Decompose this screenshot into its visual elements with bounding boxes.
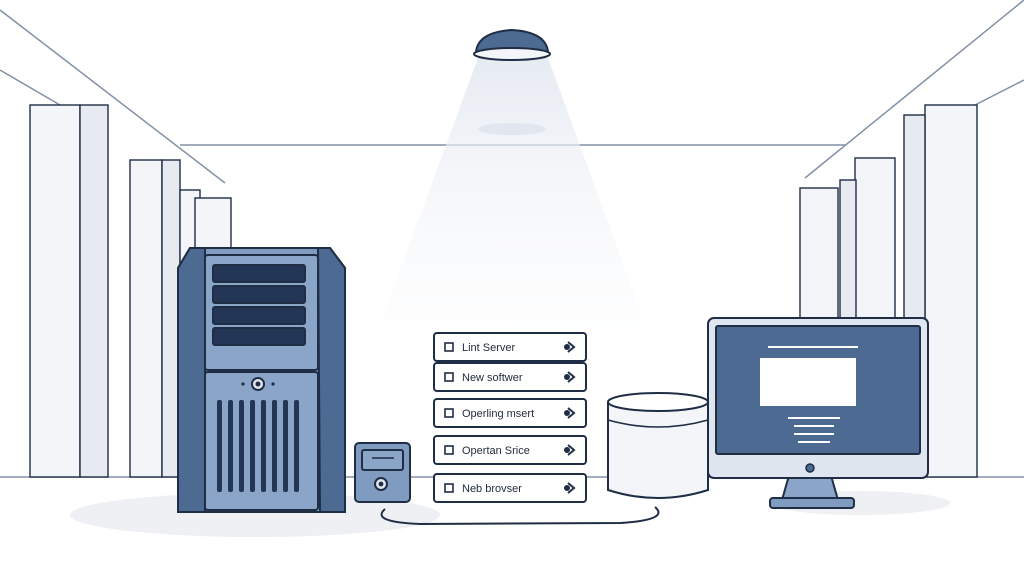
database-cylinder-icon <box>607 392 709 499</box>
stack-item[interactable]: Opertan Srice <box>433 435 587 465</box>
chevron-right-icon <box>564 371 576 383</box>
stack-item-label: Opertan Srice <box>462 445 530 457</box>
server-tower-icon <box>177 247 346 513</box>
stack-item[interactable]: New softwer <box>433 362 587 392</box>
checkbox-icon <box>444 408 454 418</box>
light-beam <box>345 58 680 420</box>
small-drive-icon <box>354 442 411 503</box>
stack-item[interactable]: Lint Server <box>433 332 587 362</box>
stack-item-label: Operling msert <box>462 408 534 420</box>
checkbox-icon <box>444 445 454 455</box>
software-stack: Lint Server New softwer Operling msert <box>433 332 587 503</box>
connection-cable <box>380 506 660 526</box>
light-spot <box>478 123 546 135</box>
chevron-right-icon <box>564 341 576 353</box>
stack-item-label: Neb brovser <box>462 483 522 495</box>
checkbox-icon <box>444 372 454 382</box>
stack-item[interactable]: Neb brovser <box>433 473 587 503</box>
stack-item-label: Lint Server <box>462 342 516 354</box>
stack-item[interactable]: Operling msert <box>433 398 587 428</box>
stack-item-label: New softwer <box>462 372 523 384</box>
desktop-monitor-icon <box>707 317 929 509</box>
ceiling-lamp-icon <box>473 28 551 61</box>
checkbox-icon <box>444 342 454 352</box>
checkbox-icon <box>444 483 454 493</box>
chevron-right-icon <box>564 407 576 419</box>
chevron-right-icon <box>564 444 576 456</box>
chevron-right-icon <box>564 482 576 494</box>
